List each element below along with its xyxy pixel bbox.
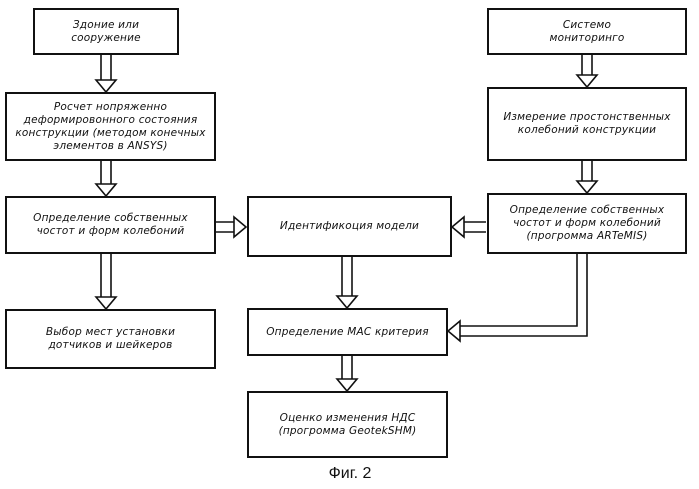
box-monitoring-system: Системо мониторинго bbox=[487, 8, 687, 55]
box-freq-modes-left-label: Определение собственных чостот и форм ко… bbox=[33, 212, 188, 238]
box-mac-criterion: Определение MAC критерия bbox=[247, 308, 448, 356]
arrow-stress-calc-to-freq-modes bbox=[96, 161, 116, 196]
box-stress-change-evaluation-label: Оценко изменения НДС (прогромма GeotekSH… bbox=[279, 412, 417, 438]
arrow-identification-to-mac bbox=[337, 257, 357, 308]
box-sensor-placement-label: Выбор мест установки дотчиков и шейкеров bbox=[46, 326, 175, 352]
arrow-freq-modes-right-to-identification bbox=[452, 217, 486, 237]
box-mac-criterion-label: Определение MAC критерия bbox=[266, 326, 429, 339]
box-freq-modes-right-label: Определение собственных чостот и форм ко… bbox=[510, 204, 665, 243]
arrow-freq-modes-to-sensor-placement bbox=[96, 254, 116, 309]
arrow-measurement-to-freq-modes-right bbox=[577, 161, 597, 193]
box-building: Здоние или сооружение bbox=[33, 8, 179, 55]
arrow-freq-modes-to-identification bbox=[216, 217, 246, 237]
arrow-building-to-stress-calc bbox=[96, 55, 116, 92]
box-model-identification-label: Идентификоция модели bbox=[280, 220, 419, 233]
box-monitoring-system-label: Системо мониторинго bbox=[549, 19, 624, 45]
box-stress-calculation-label: Росчет нопряженно деформировонного состо… bbox=[15, 101, 205, 153]
arrow-mac-to-evaluation bbox=[337, 356, 357, 391]
arrow-freq-modes-right-to-mac bbox=[448, 254, 587, 341]
box-model-identification: Идентификоция модели bbox=[247, 196, 452, 257]
box-freq-modes-left: Определение собственных чостот и форм ко… bbox=[5, 196, 216, 254]
box-freq-modes-right: Определение собственных чостот и форм ко… bbox=[487, 193, 687, 254]
box-building-label: Здоние или сооружение bbox=[71, 19, 141, 45]
box-spatial-measurement: Измерение простонственных колебоний конс… bbox=[487, 87, 687, 161]
box-stress-calculation: Росчет нопряженно деформировонного состо… bbox=[5, 92, 216, 161]
box-spatial-measurement-label: Измерение простонственных колебоний конс… bbox=[503, 111, 670, 137]
figure-caption: Фиг. 2 bbox=[300, 465, 400, 483]
box-sensor-placement: Выбор мест установки дотчиков и шейкеров bbox=[5, 309, 216, 369]
arrow-monitoring-to-measurement bbox=[577, 55, 597, 87]
box-stress-change-evaluation: Оценко изменения НДС (прогромма GeotekSH… bbox=[247, 391, 448, 458]
